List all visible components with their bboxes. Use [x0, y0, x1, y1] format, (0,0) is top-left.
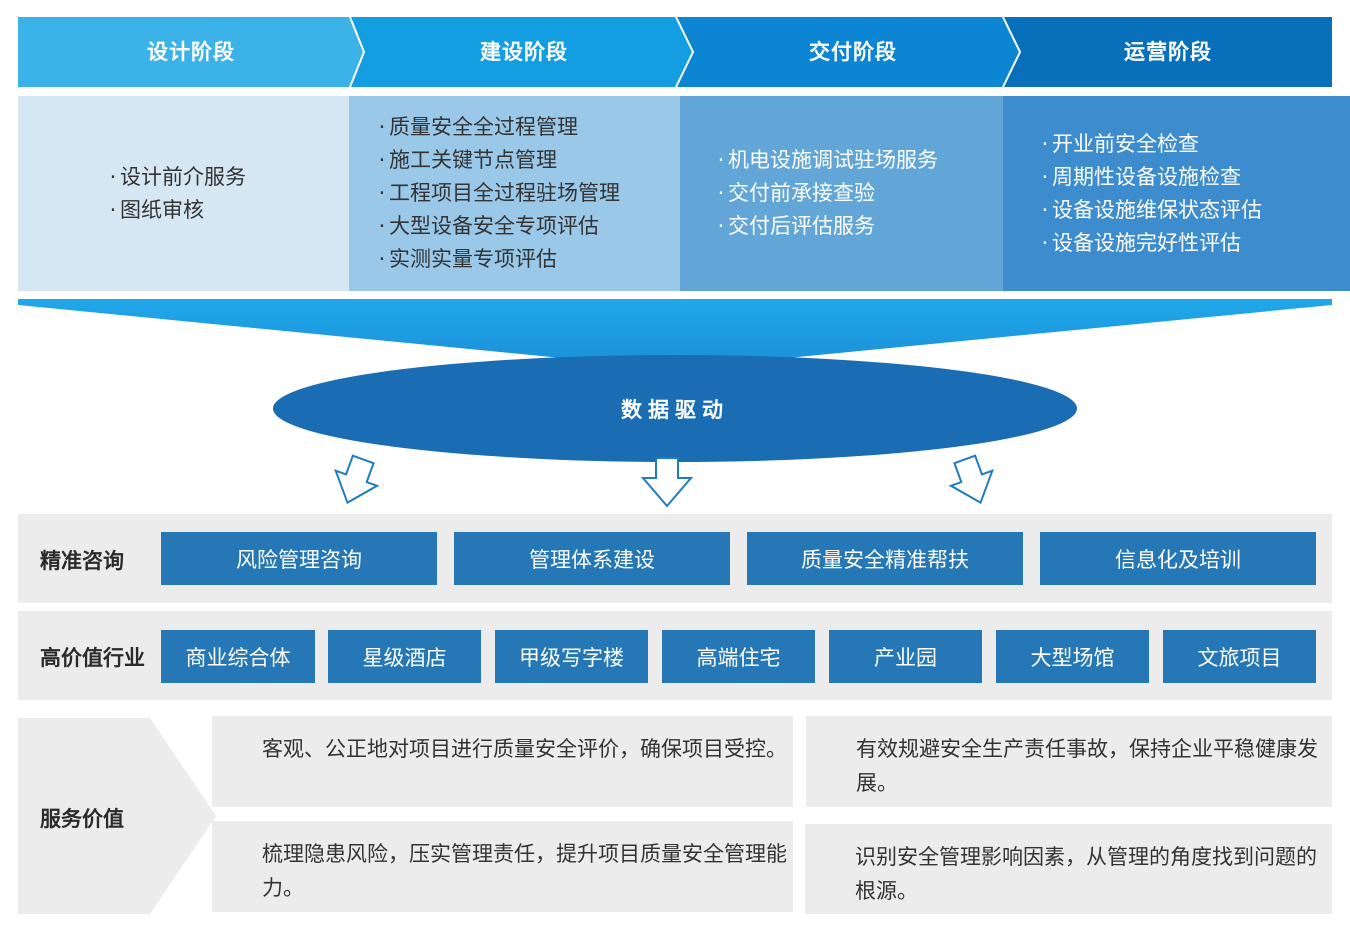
- list-item: 设备设施维保状态评估: [1038, 194, 1262, 227]
- consulting-item-system: 管理体系建设: [454, 532, 730, 585]
- stage-panel-build: 质量安全全过程管理 施工关键节点管理 工程项目全过程驻场管理 大型设备安全专项评…: [349, 96, 706, 291]
- list-item: 大型设备安全专项评估: [375, 210, 620, 243]
- list-item: 设备设施完好性评估: [1038, 227, 1262, 260]
- industry-title: 高价值行业: [40, 646, 145, 670]
- consulting-item-support: 质量安全精准帮扶: [747, 532, 1023, 585]
- arrow-down-left-icon: [334, 454, 380, 505]
- stage-chevron-operation: [1003, 17, 1332, 87]
- service-value-item: 客观、公正地对项目进行质量安全评价，确保项目受控。: [212, 716, 793, 807]
- data-driven-label: 数据驱动: [621, 397, 729, 422]
- stage-panel-operation: 开业前安全检查 周期性设备设施检查 设备设施维保状态评估 设备设施完好性评估: [1003, 96, 1350, 291]
- service-value-item: 有效规避安全生产责任事故，保持企业平稳健康发展。: [806, 716, 1332, 807]
- arrow-down-right-icon: [948, 454, 994, 505]
- stage-title-operation: 运营阶段: [1124, 40, 1212, 64]
- list-item: 设计前介服务: [106, 161, 246, 194]
- list-item: 工程项目全过程驻场管理: [375, 177, 620, 210]
- service-value-item: 梳理隐患风险，压实管理责任，提升项目质量安全管理能力。: [212, 821, 793, 912]
- stage-chevron-build: [350, 17, 693, 87]
- stage-title-design: 设计阶段: [147, 40, 235, 64]
- industry-item: 商业综合体: [161, 630, 315, 683]
- industry-item: 星级酒店: [328, 630, 481, 683]
- consulting-item-training: 信息化及培训: [1040, 532, 1316, 585]
- industry-item: 甲级写字楼: [495, 630, 648, 683]
- data-driven-ellipse: 数据驱动: [273, 355, 1077, 462]
- industry-item: 文旅项目: [1163, 630, 1316, 683]
- service-value-item: 识别安全管理影响因素，从管理的角度找到问题的根源。: [805, 824, 1332, 914]
- service-value-title: 服务价值: [40, 807, 124, 831]
- funnel-shape: [18, 299, 1332, 369]
- stage-panel-delivery: 机电设施调试驻场服务 交付前承接查验 交付后评估服务: [680, 96, 1037, 291]
- list-item: 交付前承接查验: [714, 177, 938, 210]
- industry-item: 大型场馆: [996, 630, 1149, 683]
- stage-chevron-bar: [18, 17, 1332, 87]
- consulting-row: 精准咨询 风险管理咨询 管理体系建设 质量安全精准帮扶 信息化及培训: [18, 514, 1332, 603]
- stage-chevron-design: [18, 17, 364, 87]
- industry-row: 高价值行业 商业综合体 星级酒店 甲级写字楼 高端住宅 产业园 大型场馆 文旅项…: [18, 611, 1332, 700]
- stage-title-build: 建设阶段: [480, 40, 568, 64]
- list-item: 施工关键节点管理: [375, 144, 620, 177]
- list-item: 周期性设备设施检查: [1038, 161, 1262, 194]
- consulting-item-risk: 风险管理咨询: [161, 532, 437, 585]
- industry-item: 产业园: [829, 630, 982, 683]
- list-item: 图纸审核: [106, 194, 246, 227]
- industry-item: 高端住宅: [662, 630, 815, 683]
- arrow-down-icon: [640, 457, 694, 508]
- stage-title-delivery: 交付阶段: [809, 40, 897, 64]
- consulting-title: 精准咨询: [40, 549, 124, 573]
- service-value-arrow: [18, 718, 216, 914]
- list-item: 实测实量专项评估: [375, 243, 620, 276]
- list-item: 质量安全全过程管理: [375, 111, 620, 144]
- list-item: 开业前安全检查: [1038, 128, 1262, 161]
- stage-chevron-delivery: [676, 17, 1020, 87]
- list-item: 交付后评估服务: [714, 210, 938, 243]
- stage-header: 设计阶段 建设阶段 交付阶段 运营阶段: [18, 17, 1332, 87]
- list-item: 机电设施调试驻场服务: [714, 144, 938, 177]
